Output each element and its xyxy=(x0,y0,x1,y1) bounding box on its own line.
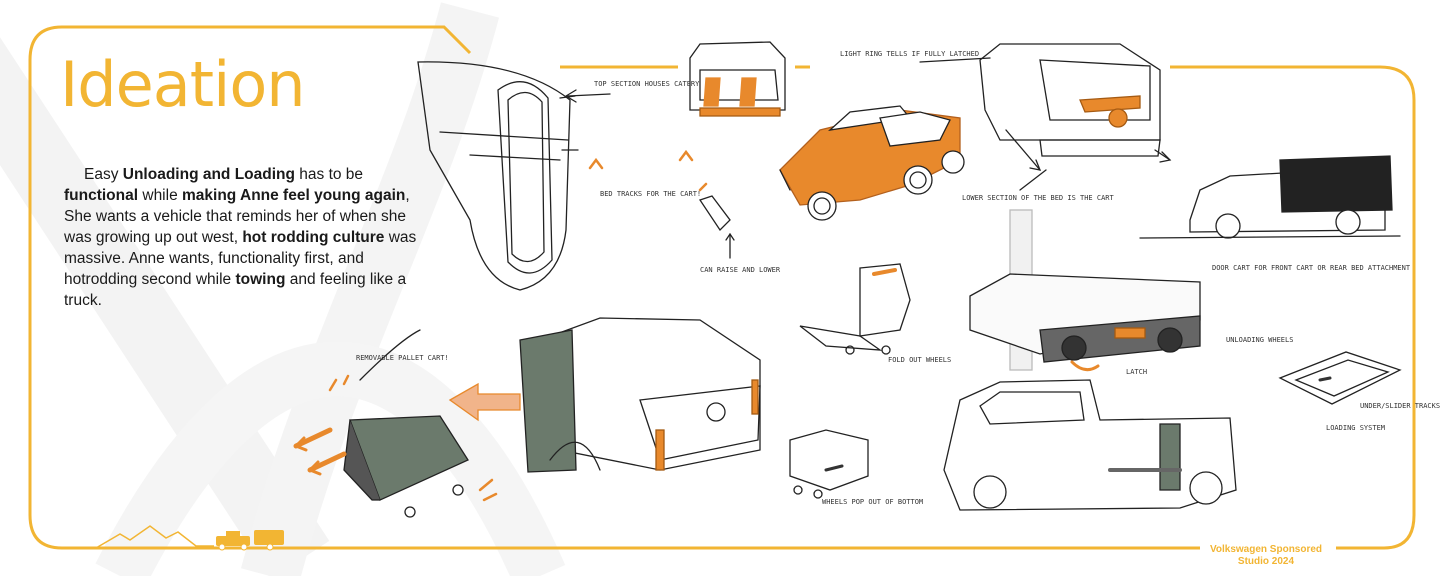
paragraph-text: , She wants a vehicle that reminds her o… xyxy=(64,187,410,246)
paragraph-bold: hot rodding culture xyxy=(242,229,385,246)
annotation-text: BED TRACKS FOR THE CART! xyxy=(600,190,701,198)
footer-line1: Volkswagen Sponsored xyxy=(1209,544,1323,555)
bed-cart-sketch xyxy=(919,43,1172,163)
annotation-text: UNLOADING WHEELS xyxy=(1226,336,1293,344)
pickup-sketch xyxy=(1139,155,1401,239)
paragraph-text: was massive. Anne wants, functionality f… xyxy=(64,229,417,288)
paragraph-text: while xyxy=(138,187,182,204)
annotation-text: LIGHT RING TELLS IF FULLY LATCHED xyxy=(840,50,979,58)
paragraph-text: and feeling like a truck. xyxy=(64,271,407,309)
bed-cart-wheels-sketch xyxy=(969,209,1201,372)
wheel-box-sketch xyxy=(789,429,869,499)
page-title: Ideation xyxy=(60,48,306,121)
mountain-logo-icon xyxy=(95,525,284,551)
paragraph-text: has to be xyxy=(294,166,364,183)
cart-box-sketch xyxy=(689,41,786,117)
footer-credit: Volkswagen Sponsored Studio 2024 xyxy=(1198,544,1334,568)
annotation-text: CAN RAISE AND LOWER xyxy=(700,266,781,274)
paragraph-text: Easy xyxy=(84,166,123,183)
annotation-text: UNDER/SLIDER TRACKS xyxy=(1360,402,1440,410)
annotation-text: LATCH xyxy=(1126,368,1147,376)
annotation-text: TOP SECTION HOUSES CATERY xyxy=(594,80,700,88)
annotation-text: DOOR CART FOR FRONT CART OR REAR BED ATT… xyxy=(1212,264,1411,272)
top-section-sketch xyxy=(417,61,611,291)
paragraph-bold: functional xyxy=(64,187,139,204)
truck-side-sketch xyxy=(943,379,1237,511)
footer-line2: Studio 2024 xyxy=(1237,556,1295,567)
loading-tray-sketch xyxy=(1278,351,1402,405)
paragraph-bold: towing xyxy=(235,271,286,288)
annotation-text: REMOVABLE PALLET CART! xyxy=(356,354,449,362)
arrow-icon xyxy=(448,382,521,422)
paragraph-bold: Unloading and Loading xyxy=(122,166,295,183)
pallet-cart-sketch xyxy=(293,329,498,518)
truck-rear-sketch xyxy=(519,317,761,473)
orange-truck-sketch xyxy=(779,105,965,221)
description-paragraph: Easy Unloading and Loading has to be fun… xyxy=(64,164,424,311)
paragraph-bold: making Anne feel young again xyxy=(182,187,406,204)
fold-out-cart-sketch xyxy=(698,195,911,355)
annotation-text: WHEELS POP OUT OF BOTTOM xyxy=(822,498,923,506)
annotation-text: LOWER SECTION OF THE BED IS THE CART xyxy=(962,194,1115,202)
annotation-text: LOADING SYSTEM xyxy=(1326,424,1385,432)
annotation-text: FOLD OUT WHEELS xyxy=(888,356,951,364)
